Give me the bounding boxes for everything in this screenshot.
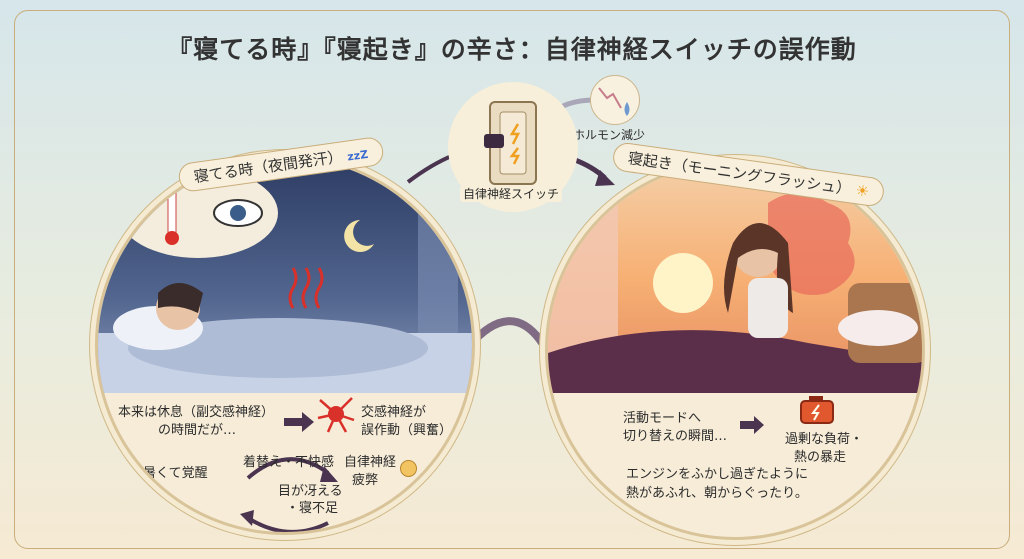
cycle-sleep1: 目が冴える [278,484,343,499]
morning-summary1: エンジンをふかし過ぎたように [626,467,809,482]
zzz-icon: zzZ [346,147,369,164]
morning-summary2: 熱があふれ、朝からぐったり。 [626,486,808,501]
heat-waves-icon [288,267,324,309]
morning-panel: 活動モードへ 切り替えの瞬間… 過剰な負荷・ 熱の暴走 エンジンをふかし過ぎたよ… [545,160,925,540]
night-panel: 本来は休息（副交感神経） の時間だが… 交感神経が 誤作動（興奮） 暑くて覚醒 … [95,155,475,535]
night-line1: 本来は休息（副交感神経） [118,405,275,420]
arrow-right-icon [740,416,764,434]
moon-icon [344,220,374,252]
frame-border [14,10,1010,549]
cycle-fatigue2: 疲弊 [352,473,379,488]
switch-icon [484,101,537,185]
cycle-awake: 暑くて覚醒 [143,466,208,481]
night-scene-illustration [98,158,472,393]
sun [653,253,713,313]
tired-face-icon [400,460,417,477]
morning-result1: 過剰な負荷・ [785,432,864,447]
hormone-label: ホルモン減少 [573,128,646,142]
thought-bubble [118,168,278,258]
thermometer-icon [165,231,179,245]
hormone-icon [590,75,640,125]
morning-line2: 切り替えの瞬間… [623,429,728,444]
night-line2: の時間だが… [158,423,237,438]
switch-label: 自律神経スイッチ [460,186,563,203]
morning-line1: 活動モードへ [623,411,702,426]
cycle-sleep2: ・寝不足 [286,501,339,516]
engine-warning-icon [800,396,834,424]
night-result2: 誤作動（興奮） [361,423,453,438]
cycle-change: 着替え・不快感 [243,455,335,470]
blanket [548,330,922,393]
plug-icon [484,134,504,148]
cycle-fatigue1: 自律神経 [344,455,397,470]
sun-icon: ☀ [854,181,871,201]
arrow-right-icon [284,412,314,432]
cycle-arrows [240,457,338,532]
night-result1: 交感神経が [361,405,427,420]
eye-icon [230,205,246,221]
morning-result2: 熱の暴走 [794,450,847,465]
page-title: 『寝てる時』『寝起き』の辛さ：自律神経スイッチの誤作動 [167,35,857,64]
neuron-icon [317,397,355,433]
